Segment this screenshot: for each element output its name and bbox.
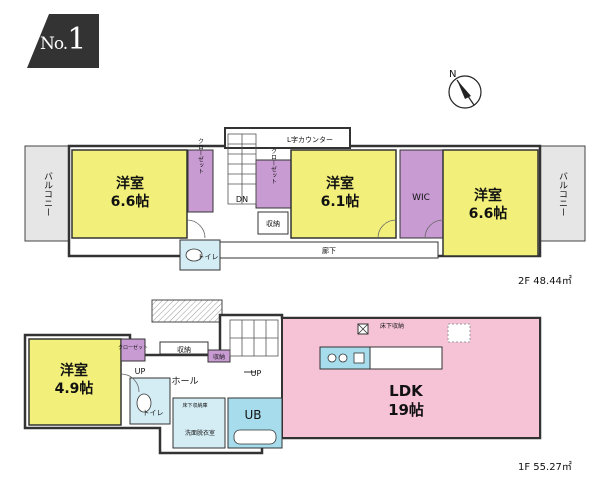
western-room-2 <box>290 149 397 239</box>
balcony-left-label: バルコニー <box>42 171 53 216</box>
storage-1f-1-label: 収納 <box>177 345 191 354</box>
compass-north-label: N <box>449 69 456 80</box>
storage-1f-2-label: 収納 <box>213 353 225 361</box>
wic-label: WIC <box>412 193 430 203</box>
floor-2-area: 2F 48.44㎡ <box>518 275 572 287</box>
unit-bath-label: UB <box>244 408 261 422</box>
stairs-1f <box>229 319 279 357</box>
stairs-up-label-1: UP <box>251 369 262 378</box>
western-room-1 <box>71 149 188 239</box>
western-room-3-size: 6.6帖 <box>469 205 508 222</box>
counter-label: L字カウンター <box>287 135 333 144</box>
closet-2f-2-label: クローゼット <box>270 148 277 184</box>
western-room-1-size: 6.6帖 <box>111 193 150 210</box>
western-room-3 <box>442 149 539 257</box>
toilet-1f-label: トイレ <box>143 409 164 417</box>
wic <box>399 149 444 239</box>
toilet-2f-label: トイレ <box>198 253 219 261</box>
western-room-2-size: 6.1帖 <box>321 193 360 210</box>
floor-plan: バルコニー バルコニー 洋室 6.6帖 洋室 6.1帖 洋室 6.6帖 クローゼ… <box>23 127 586 473</box>
western-room-3-name: 洋室 <box>474 187 502 204</box>
storage-2f-label: 収納 <box>266 219 280 228</box>
western-room-1f-name: 洋室 <box>60 362 88 379</box>
western-room-1f-size: 4.9帖 <box>55 380 94 397</box>
washroom <box>172 397 226 449</box>
western-room-1-name: 洋室 <box>116 175 144 192</box>
stairs-down-label: DN <box>236 195 248 204</box>
underfloor-storage-ldk-label: 床下収納 <box>380 322 404 330</box>
plan-number-label: No.1 <box>40 22 86 57</box>
closet-1f-label: クローゼット <box>118 344 148 351</box>
floor-2: バルコニー バルコニー 洋室 6.6帖 洋室 6.1帖 洋室 6.6帖 クローゼ… <box>24 127 586 287</box>
balcony-left <box>24 145 70 242</box>
stairs-2f <box>227 133 257 205</box>
balcony-right <box>539 145 586 242</box>
closet-2f-1-label: クローゼット <box>197 138 204 174</box>
ldk-size: 19帖 <box>388 401 424 419</box>
badge-corner <box>27 14 49 68</box>
ldk-name: LDK <box>389 382 424 400</box>
north-compass-icon: N <box>448 69 482 109</box>
closet-2f-1 <box>187 149 214 213</box>
closet-1f <box>120 338 146 362</box>
western-room-1f <box>28 338 122 426</box>
western-room-2-name: 洋室 <box>326 175 354 192</box>
floor-1: 洋室 4.9帖 クローゼット 収納 収納 ホール UP UP トイレ 床下収納 … <box>23 299 572 473</box>
washroom-label: 洗面脱衣室 <box>185 429 215 437</box>
hall-label: ホール <box>171 376 198 387</box>
underfloor-storage-wash-label: 床下収納庫 <box>182 402 207 409</box>
stairs-up-label-2: UP <box>135 367 146 376</box>
balcony-right-label: バルコニー <box>557 171 568 216</box>
ldk <box>281 317 541 439</box>
floor-1-area: 1F 55.27㎡ <box>518 461 572 473</box>
hallway-2f-label: 廊下 <box>322 246 336 255</box>
